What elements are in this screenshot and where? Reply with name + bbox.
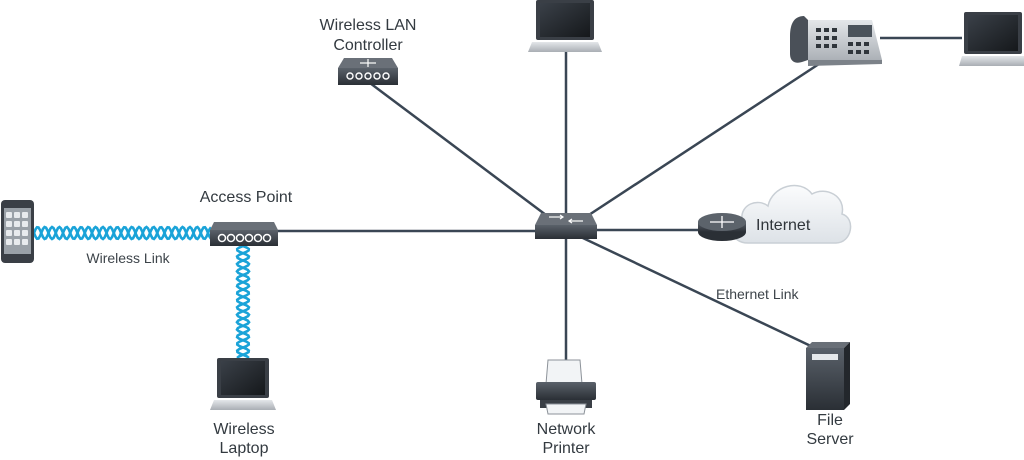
- server-label-line1: File: [817, 412, 843, 429]
- laptop-icon: [528, 0, 602, 52]
- wireless-laptop-label-line2: Laptop: [220, 440, 269, 457]
- ethernet-links: [270, 36, 962, 365]
- link-switch-wlc: [365, 79, 567, 231]
- wireless-link-label: Wireless Link: [86, 250, 170, 266]
- wireless-wave-strand: [235, 244, 251, 359]
- printer-label-line2: Printer: [542, 440, 590, 457]
- wlc-label-line1: Wireless LAN: [320, 17, 417, 34]
- wireless-wave-strand: [32, 225, 213, 241]
- wireless-wave-strand: [235, 244, 251, 359]
- smartphone-icon: [1, 200, 34, 263]
- ethernet-link-label: Ethernet Link: [716, 286, 799, 302]
- wireless-link-vertical: [235, 244, 251, 359]
- cloud-icon: [732, 184, 852, 244]
- link-switch-phone: [565, 58, 826, 232]
- server-label-line2: Server: [806, 431, 854, 448]
- wireless-laptop-label-line1: Wireless: [213, 421, 274, 438]
- network-switch-icon: [535, 213, 597, 239]
- printer-label-line1: Network: [537, 421, 597, 438]
- router-icon: [698, 213, 746, 241]
- access-point-label: Access Point: [200, 189, 293, 206]
- file-server-icon: [806, 342, 850, 410]
- ip-phone-icon: [790, 16, 882, 66]
- link-switch-server: [565, 228, 816, 350]
- laptop-icon: [210, 358, 276, 410]
- internet-label: Internet: [756, 217, 811, 234]
- laptop-icon: [959, 12, 1024, 66]
- wireless-lan-controller-icon: [338, 58, 398, 85]
- wireless-link-horizontal: [32, 225, 213, 241]
- access-point-icon: [210, 222, 278, 246]
- wlc-label-line2: Controller: [333, 37, 403, 54]
- printer-icon: [536, 359, 596, 415]
